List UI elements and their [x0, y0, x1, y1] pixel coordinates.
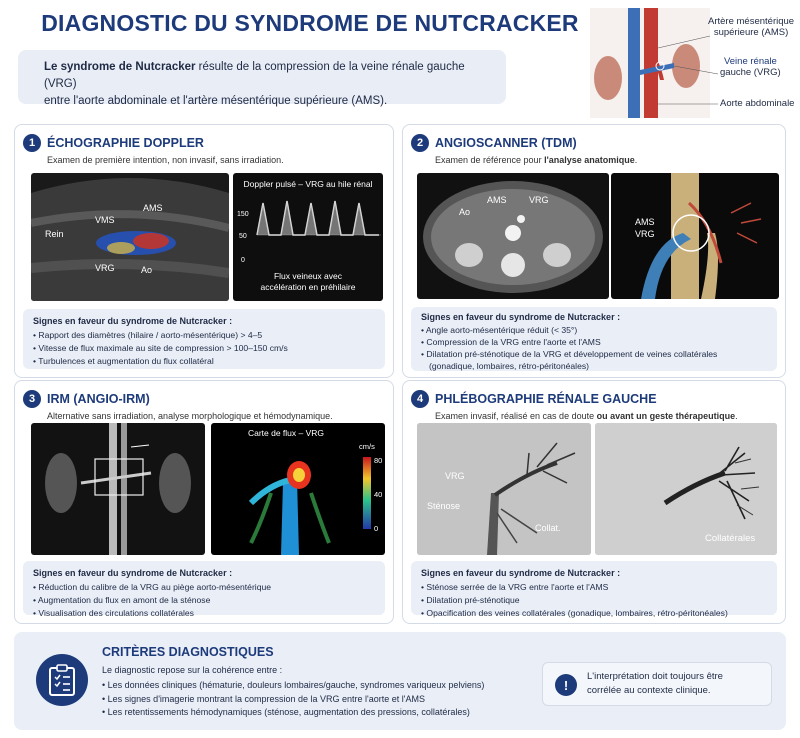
- flow-map-drawing: [248, 457, 371, 555]
- sign-item: Sténose serrée de la VRG entre l'aorte e…: [421, 581, 767, 594]
- signs-title: Signes en faveur du syndrome de Nutcrack…: [33, 316, 233, 326]
- signs-title: Signes en faveur du syndrome de Nutcrack…: [421, 312, 621, 322]
- us-label-rein: Rein: [45, 229, 64, 239]
- sign-item: Visualisation des circulations collatéra…: [33, 607, 375, 620]
- ct-label-ao: Ao: [459, 207, 471, 217]
- criteria-item: Les signes d'imagerie montrant la compre…: [102, 693, 484, 707]
- sign-item: Réduction du calibre de la VRG au piège …: [33, 581, 375, 594]
- us-label-vrg: VRG: [95, 263, 115, 273]
- doppler-tick-50: 50: [239, 233, 247, 240]
- section-title: PHLÉBOGRAPHIE RÉNALE GAUCHE: [435, 392, 657, 406]
- section-angioscanner: 2 ANGIOSCANNER (TDM) Examen de référence…: [402, 124, 786, 378]
- sign-item: Angle aorto-mésentérique réduit (< 35°): [421, 324, 767, 336]
- phlebography-right-image: Collatérales: [595, 423, 777, 555]
- criteria-list: Les données cliniques (hématurie, douleu…: [102, 679, 485, 720]
- phlebo-label-stenose: Sténose: [427, 501, 461, 511]
- section-number: 4: [411, 390, 429, 408]
- ct-label-ams: AMS: [487, 195, 507, 205]
- diagnostic-criteria: CRITÈRES DIAGNOSTIQUES Le diagnostic rep…: [14, 632, 786, 730]
- phlebo-label-vrg: VRG: [445, 471, 465, 481]
- ultrasound-drawing: [31, 178, 229, 301]
- flow-unit: cm/s: [359, 442, 375, 451]
- doppler-image: Doppler pulsé – VRG au hile rénal 150 50…: [233, 173, 383, 301]
- phlebography-right-drawing: [595, 423, 777, 555]
- doppler-title: Doppler pulsé – VRG au hile rénal: [243, 179, 373, 189]
- section-phlebography: 4 PHLÉBOGRAPHIE RÉNALE GAUCHE Examen inv…: [402, 380, 786, 624]
- section-title: IRM (ANGIO-IRM): [47, 392, 150, 406]
- render-label-vrg: VRG: [635, 229, 655, 239]
- mri-drawing: [45, 423, 191, 555]
- flow-tick-80: 80: [374, 456, 383, 465]
- ct-label-vrg: VRG: [529, 195, 549, 205]
- doppler-tick-0: 0: [241, 257, 245, 264]
- clipboard-icon-graphic: [49, 664, 75, 696]
- page-title: DIAGNOSTIC DU SYNDROME DE NUTCRACKER: [41, 10, 579, 36]
- section-subtitle: Examen invasif, réalisé en cas de doute …: [435, 411, 738, 421]
- section-title: ANGIOSCANNER (TDM): [435, 136, 577, 150]
- section-echography: 1 ÉCHOGRAPHIE DOPPLER Examen de première…: [14, 124, 394, 378]
- criteria-item: Les retentissements hémodynamiques (stén…: [102, 706, 484, 720]
- sign-item: Vitesse de flux maximale au site de comp…: [33, 342, 375, 355]
- anatomy-label-aorta: Aorte abdominale: [720, 98, 795, 109]
- sign-item: Rapport des diamètres (hilaire / aorto-m…: [33, 329, 375, 342]
- signs-box: Signes en faveur du syndrome de Nutcrack…: [23, 561, 385, 618]
- signs-title: Signes en faveur du syndrome de Nutcrack…: [421, 568, 621, 578]
- flow-map-title: Carte de flux – VRG: [247, 428, 325, 438]
- section-subtitle: Examen de référence pour l'analyse anato…: [435, 155, 638, 165]
- sign-item: Augmentation du flux en amont de la stén…: [33, 594, 375, 607]
- section-number: 2: [411, 134, 429, 152]
- ct-image: AMS VRG Ao: [417, 173, 609, 299]
- sign-item: Dilatation pré-sténotique de la VRG et d…: [421, 348, 767, 360]
- section-subtitle: Examen de première intention, non invasi…: [47, 155, 284, 165]
- anatomy-drawing: [590, 8, 719, 118]
- phlebo-label-collat: Collat.: [535, 523, 561, 533]
- signs-title: Signes en faveur du syndrome de Nutcrack…: [33, 568, 233, 578]
- phlebography-left-drawing: [417, 423, 591, 555]
- section-title: ÉCHOGRAPHIE DOPPLER: [47, 136, 204, 150]
- signs-box: Signes en faveur du syndrome de Nutcrack…: [23, 309, 385, 369]
- criteria-item: Les données cliniques (hématurie, douleu…: [102, 679, 485, 693]
- flow-map-image: Carte de flux – VRG cm/s 80 40 0: [211, 423, 385, 555]
- clipboard-icon: [36, 654, 88, 706]
- section-number: 3: [23, 390, 41, 408]
- doppler-waveform: [256, 200, 381, 236]
- sign-item-continued: (gonadique, lombaires, rétro-péritonéale…: [429, 361, 590, 371]
- criteria-intro: Le diagnostic repose sur la cohérence en…: [102, 665, 283, 675]
- intro-text-2: entre l'aorte abdominale et l'artère més…: [44, 95, 388, 107]
- exclamation-icon: !: [555, 674, 577, 696]
- us-label-ams: AMS: [143, 203, 163, 213]
- doppler-tick-150: 150: [237, 211, 249, 218]
- ct-drawing: [423, 181, 603, 293]
- signs-box: Signes en faveur du syndrome de Nutcrack…: [411, 307, 777, 371]
- sign-item: Turbulences et augmentation du flux coll…: [33, 355, 375, 368]
- us-label-ao: Ao: [141, 265, 153, 275]
- flow-tick-0: 0: [374, 524, 379, 533]
- section-number: 1: [23, 134, 41, 152]
- ct-3d-render: AMS VRG: [611, 173, 779, 299]
- section-mri: 3 IRM (ANGIO-IRM) Alternative sans irrad…: [14, 380, 394, 624]
- section-subtitle: Alternative sans irradiation, analyse mo…: [47, 411, 333, 421]
- sign-item: Opacification des veines collatérales (g…: [421, 607, 767, 620]
- signs-box: Signes en faveur du syndrome de Nutcrack…: [411, 561, 777, 618]
- phlebo-label-collaterales: Collatérales: [705, 533, 756, 544]
- ct-3d-drawing: [641, 173, 762, 299]
- phlebography-left-image: VRG Sténose Collat.: [417, 423, 591, 555]
- criteria-title: CRITÈRES DIAGNOSTIQUES: [102, 645, 274, 659]
- mri-image: [31, 423, 205, 555]
- intro-box: Le syndrome de Nutcracker résulte de la …: [18, 50, 506, 107]
- sign-item: Dilatation pré-sténotique: [421, 594, 767, 607]
- us-label-vms: VMS: [95, 215, 115, 225]
- intro-text-1: résulte de la compression de la veine ré…: [44, 61, 465, 90]
- sign-item: Compression de la VRG entre l'aorte et l…: [421, 336, 767, 348]
- flow-tick-40: 40: [374, 490, 383, 499]
- ultrasound-image: AMS VRG Ao VMS Rein: [31, 173, 229, 301]
- render-label-ams: AMS: [635, 217, 655, 227]
- intro-bold: Le syndrome de Nutcracker: [44, 61, 196, 73]
